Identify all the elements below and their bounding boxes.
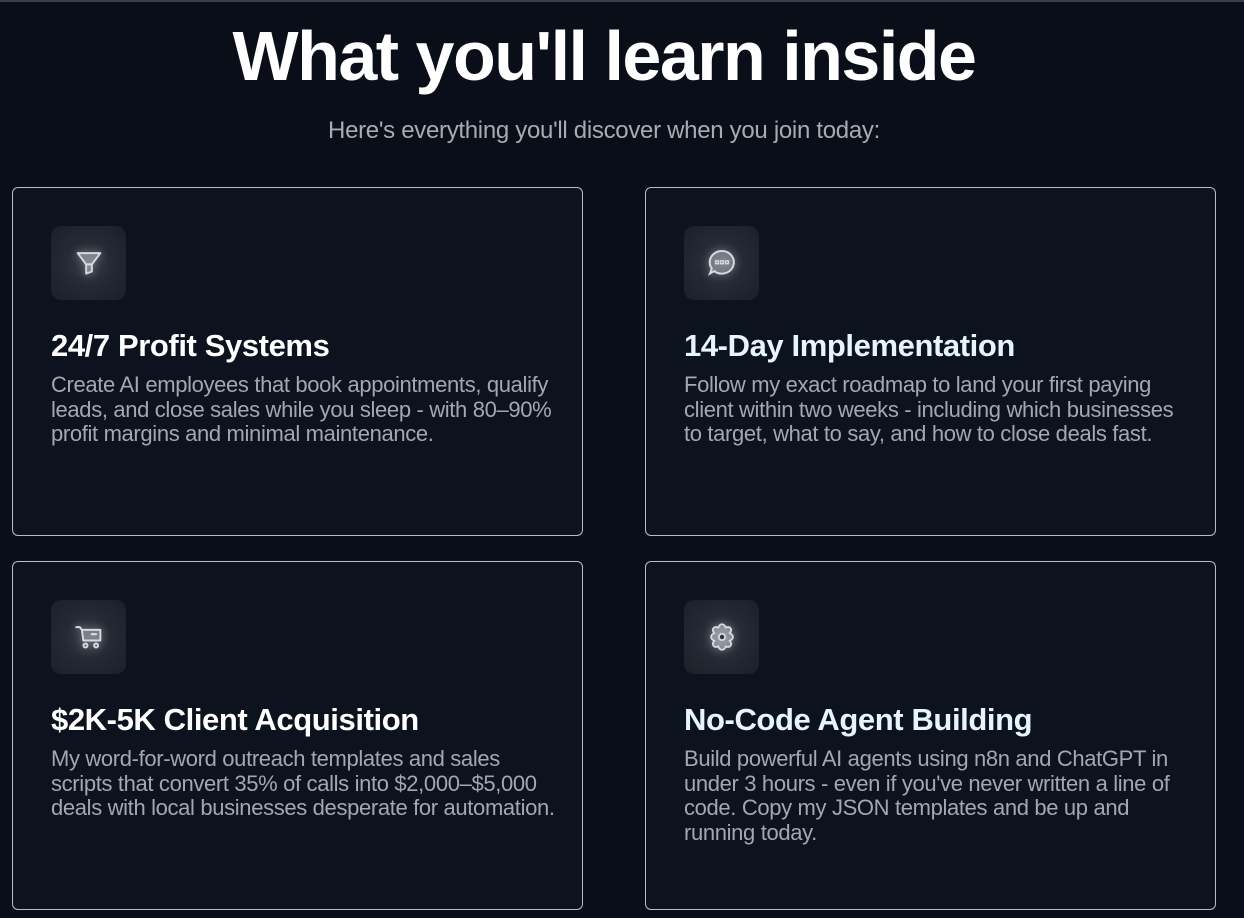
card-title: No-Code Agent Building	[684, 702, 1033, 737]
chat-bubble-icon	[684, 226, 759, 300]
feature-card-client-acquisition: $2K-5K Client Acquisition My word-for-wo…	[12, 561, 583, 910]
card-title: 14-Day Implementation	[684, 328, 1015, 363]
card-description: Build powerful AI agents using n8n and C…	[684, 746, 1170, 845]
feature-card-no-code: No-Code Agent Building Build powerful AI…	[645, 561, 1216, 910]
card-title: 24/7 Profit Systems	[51, 328, 330, 363]
shopping-cart-icon	[51, 600, 126, 674]
gear-icon	[684, 600, 759, 674]
card-description: My word-for-word outreach templates and …	[51, 746, 555, 821]
section-subtitle: Here's everything you'll discover when y…	[328, 117, 880, 144]
card-description: Create AI employees that book appointmen…	[51, 372, 552, 447]
card-description: Follow my exact roadmap to land your fir…	[684, 372, 1174, 447]
feature-card-profit-systems: 24/7 Profit Systems Create AI employees …	[12, 187, 583, 536]
funnel-icon	[51, 226, 126, 300]
section-title: What you'll learn inside	[232, 17, 978, 95]
card-title: $2K-5K Client Acquisition	[51, 702, 419, 737]
feature-card-implementation: 14-Day Implementation Follow my exact ro…	[645, 187, 1216, 536]
top-divider	[0, 0, 1244, 2]
